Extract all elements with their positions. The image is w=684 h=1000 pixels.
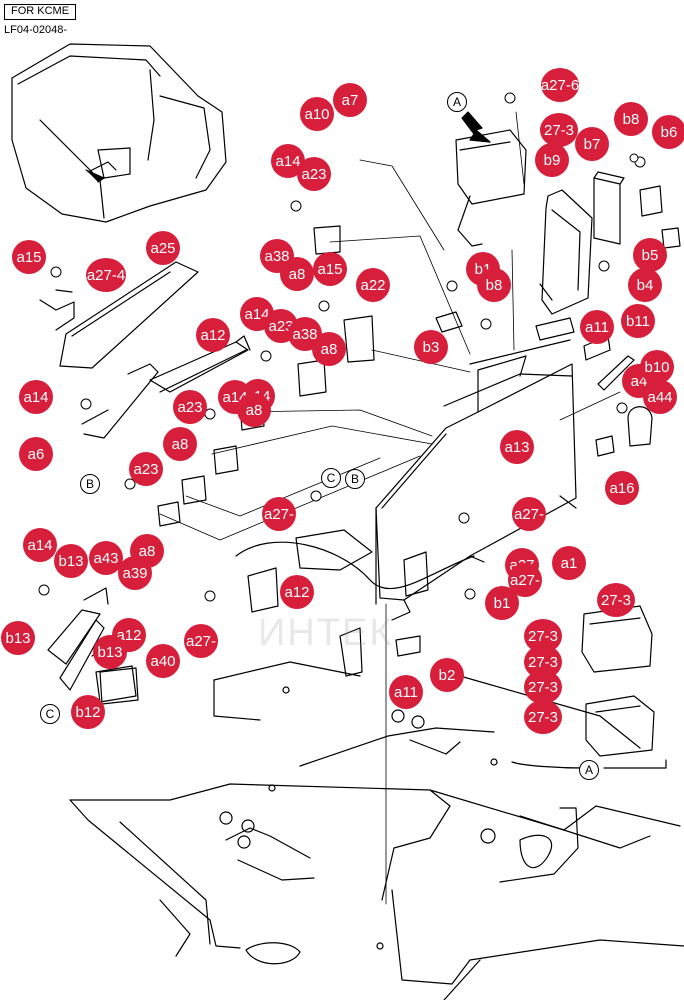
callout[interactable]: b13 bbox=[1, 621, 35, 655]
rods-drawing bbox=[149, 335, 251, 393]
callout[interactable]: a15 bbox=[313, 252, 347, 286]
callout[interactable]: 27-3 bbox=[540, 113, 578, 147]
callout[interactable]: a14 bbox=[23, 528, 57, 562]
bracket-plate-drawing bbox=[39, 261, 199, 439]
callout[interactable]: b6 bbox=[652, 115, 684, 149]
callout[interactable]: b11 bbox=[621, 304, 655, 338]
callout[interactable]: a15 bbox=[12, 240, 46, 274]
callout[interactable]: a27- bbox=[508, 563, 542, 597]
callout[interactable]: a40 bbox=[146, 644, 180, 678]
callout[interactable]: a8 bbox=[237, 393, 271, 427]
reference-mark: A bbox=[579, 760, 599, 780]
callout[interactable]: b7 bbox=[575, 127, 609, 161]
callout[interactable]: a25 bbox=[146, 231, 180, 265]
diagram-code: LF04-02048- bbox=[4, 24, 67, 36]
callout[interactable]: b12 bbox=[71, 695, 105, 729]
reference-mark: B bbox=[345, 469, 365, 489]
callout[interactable]: a8 bbox=[312, 332, 346, 366]
callout[interactable]: a27- bbox=[512, 497, 546, 531]
reference-mark: A bbox=[447, 92, 467, 112]
bracket-set-drawing bbox=[47, 587, 137, 703]
callout[interactable]: b9 bbox=[535, 143, 569, 177]
callout[interactable]: a8 bbox=[130, 534, 164, 568]
relay-a40-drawing bbox=[99, 667, 139, 705]
callout[interactable]: a23 bbox=[297, 157, 331, 191]
main-panel-drawing bbox=[375, 339, 577, 621]
callout[interactable]: a11 bbox=[389, 675, 423, 709]
variant-label: FOR KCME bbox=[4, 4, 76, 20]
callout[interactable]: a12 bbox=[196, 318, 230, 352]
callout[interactable]: b3 bbox=[414, 330, 448, 364]
callout[interactable]: a22 bbox=[356, 268, 390, 302]
callout[interactable]: a27-6 bbox=[541, 68, 579, 102]
fuse-box-detail-drawing bbox=[511, 605, 667, 769]
callout[interactable]: b5 bbox=[633, 238, 667, 272]
callout[interactable]: a6 bbox=[19, 437, 53, 471]
clamp-drawing bbox=[435, 311, 653, 457]
callout[interactable]: b1 bbox=[485, 586, 519, 620]
callout[interactable]: 27-3 bbox=[597, 583, 635, 617]
callout[interactable]: a23 bbox=[173, 390, 207, 424]
callout[interactable]: a14 bbox=[19, 380, 53, 414]
callout[interactable]: a1 bbox=[552, 546, 586, 580]
callout[interactable]: a23 bbox=[129, 452, 163, 486]
callout[interactable]: a7 bbox=[333, 83, 367, 117]
callout[interactable]: a27- bbox=[184, 624, 218, 658]
callout[interactable]: b8 bbox=[614, 102, 648, 136]
callout[interactable]: a16 bbox=[605, 471, 639, 505]
harness-drawing bbox=[235, 529, 475, 677]
frame-drawing bbox=[69, 661, 684, 1000]
callout[interactable]: a8 bbox=[163, 427, 197, 461]
callout[interactable]: 27-3 bbox=[524, 670, 562, 704]
box-b7-drawing bbox=[593, 171, 625, 245]
callout[interactable]: b13 bbox=[54, 544, 88, 578]
callout[interactable]: a44 bbox=[643, 380, 677, 414]
screws-drawing bbox=[38, 92, 646, 602]
callout[interactable]: b4 bbox=[628, 268, 662, 302]
callout[interactable]: 27-3 bbox=[524, 700, 562, 734]
reference-mark: C bbox=[321, 468, 341, 488]
callout[interactable]: a8 bbox=[280, 257, 314, 291]
callout[interactable]: a12 bbox=[280, 575, 314, 609]
callout[interactable]: b2 bbox=[430, 658, 464, 692]
callout[interactable]: b13 bbox=[93, 635, 127, 669]
callout[interactable]: b10 bbox=[640, 350, 674, 384]
callout[interactable]: a27- bbox=[262, 497, 296, 531]
terminal-b5-drawing bbox=[639, 185, 681, 249]
callout[interactable]: a27-4 bbox=[86, 258, 126, 292]
callout[interactable]: a11 bbox=[580, 310, 614, 344]
watermark: ИНТЕК bbox=[258, 612, 394, 654]
callout[interactable]: a10 bbox=[300, 97, 334, 131]
frame-bolts-drawing bbox=[219, 686, 498, 950]
seat-arrow bbox=[85, 169, 105, 183]
callout[interactable]: a43 bbox=[89, 541, 123, 575]
bracket-b9-drawing bbox=[539, 189, 593, 315]
seat-drawing bbox=[11, 43, 227, 223]
leader-lines bbox=[159, 111, 621, 905]
fuse-holder-drawing bbox=[455, 129, 527, 247]
callout[interactable]: a13 bbox=[500, 430, 534, 464]
reference-mark: B bbox=[80, 474, 100, 494]
reference-mark: C bbox=[40, 704, 60, 724]
arrow-a-icon bbox=[461, 111, 491, 143]
callout[interactable]: a14 bbox=[271, 144, 305, 178]
callout[interactable]: b8 bbox=[477, 268, 511, 302]
